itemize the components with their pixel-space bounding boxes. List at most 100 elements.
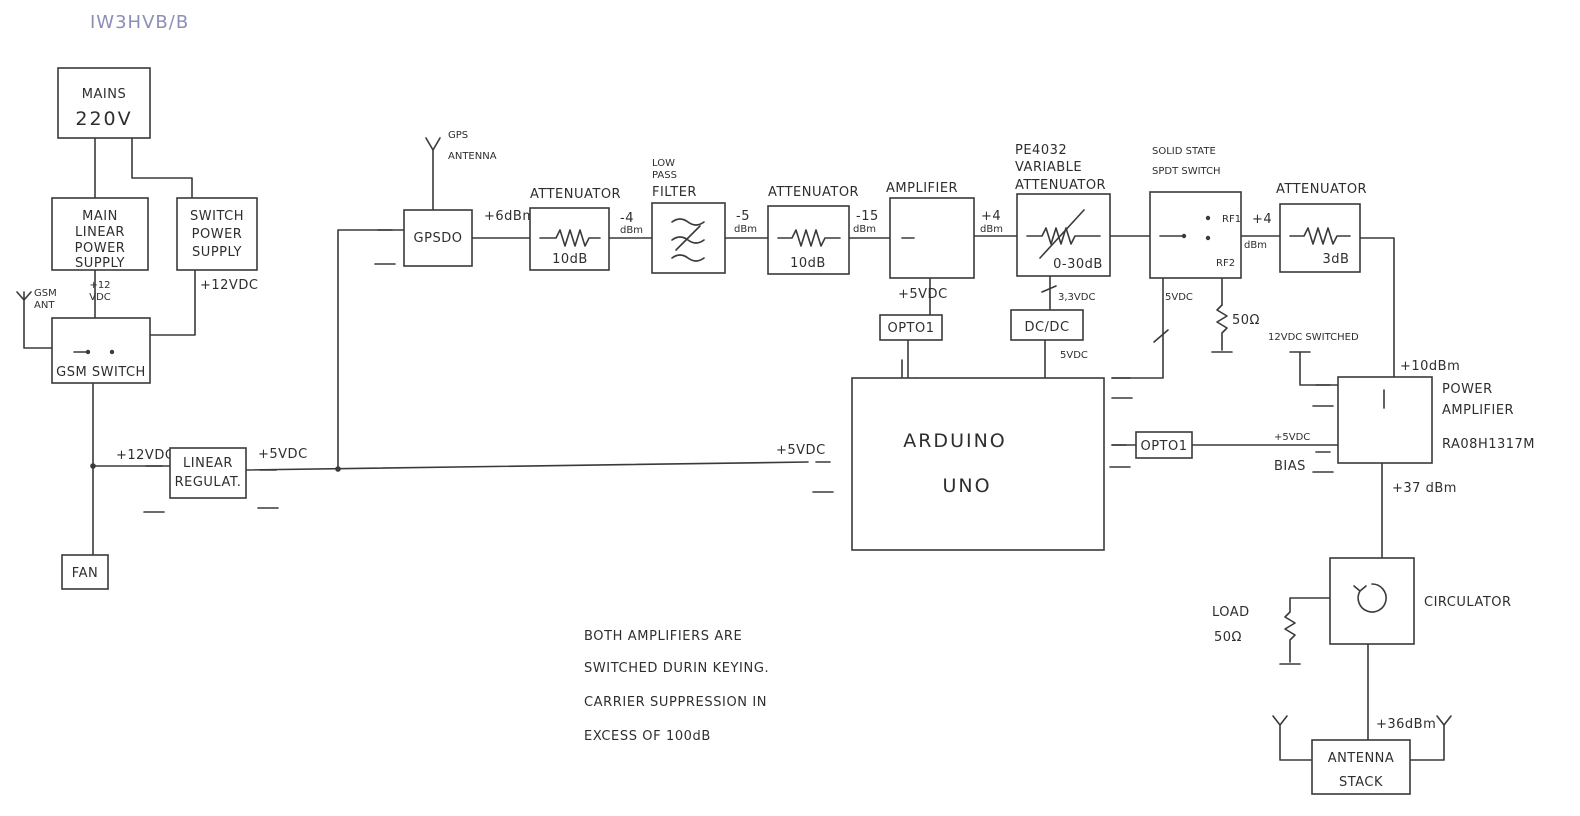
variable-attenuator-block: 0-30dB	[1016, 193, 1111, 277]
level-att2: -15	[856, 209, 879, 224]
gpsdo-label: GPSDO	[414, 231, 463, 246]
dcdc-block: DC/DC	[1010, 309, 1084, 341]
rf2-termination: 50Ω	[1232, 313, 1260, 328]
level-lpf: -5	[736, 209, 750, 224]
variable-attenuator-label-1: PE4032	[1015, 143, 1067, 158]
note-line-3: CARRIER SUPPRESSION IN	[584, 695, 767, 710]
lpf-label-2: PASS	[652, 170, 677, 181]
switch-psu-block: SWITCH POWER SUPPLY	[176, 197, 258, 271]
level-att2-unit: dBm	[853, 224, 876, 235]
power-amplifier-block	[1337, 376, 1433, 464]
regulator-label-1: LINEAR	[183, 456, 233, 471]
pa-title-1: POWER	[1442, 382, 1493, 397]
design-note: BOTH AMPLIFIERS ARE SWITCHED DURIN KEYIN…	[584, 629, 769, 744]
spdt-switch-block: RF1 RF2	[1149, 191, 1242, 279]
switch-port-rf1: RF1	[1222, 214, 1241, 225]
attenuator-2-label: ATTENUATOR	[768, 185, 859, 200]
pa-model: RA08H1317M	[1442, 437, 1535, 452]
note-line-2: SWITCHED DURIN KEYING.	[584, 661, 769, 676]
level-att1: -4	[620, 211, 634, 226]
gsm-switch-label: GSM SWITCH	[56, 365, 146, 380]
pa-switched-supply: 12VDC SWITCHED	[1268, 332, 1359, 343]
gsm-switch-block: GSM SWITCH	[51, 317, 151, 384]
capacitors	[143, 229, 1334, 665]
wires	[16, 137, 1452, 761]
pa-bias-voltage: +5VDC	[1274, 432, 1310, 443]
main-psu-label-2: LINEAR	[75, 225, 125, 240]
antenna-stack-block: ANTENNA STACK	[1311, 739, 1411, 795]
low-pass-filter-block	[651, 202, 726, 274]
attenuator-3-value: 3dB	[1323, 252, 1350, 267]
fan-label: FAN	[72, 566, 98, 581]
attenuator-1-value: 10dB	[552, 252, 588, 267]
level-att1-unit: dBm	[620, 225, 643, 236]
dcdc-input: 3,3VDC	[1058, 292, 1095, 303]
fan-block: FAN	[61, 554, 109, 590]
attenuator-1-block: 10dB	[529, 207, 610, 271]
gpsdo-block: GPSDO	[403, 209, 473, 267]
main-psu-label-1: MAIN	[82, 209, 118, 224]
amplifier-block	[889, 197, 975, 279]
dcdc-label: DC/DC	[1024, 320, 1069, 335]
variable-attenuator-range: 0-30dB	[1053, 257, 1103, 272]
spdt-switch-label-2: SPDT SWITCH	[1152, 166, 1221, 177]
dcdc-output: 5VDC	[1060, 350, 1088, 361]
mains-voltage: 220V	[75, 108, 132, 130]
circulator-block	[1329, 557, 1415, 645]
main-linear-psu-block: MAIN LINEAR POWER SUPPLY	[51, 197, 149, 271]
main-psu-output-2: VDC	[89, 292, 111, 303]
mains-block: MAINS 220V	[57, 67, 151, 139]
mains-label: MAINS	[82, 87, 126, 102]
main-psu-label-3: POWER	[75, 241, 126, 256]
variable-attenuator-label-2: VARIABLE	[1015, 160, 1082, 175]
level-switch-unit: dBm	[1244, 240, 1267, 251]
attenuator-3-label: ATTENUATOR	[1276, 182, 1367, 197]
opto-pa-label: OPTO1	[1140, 439, 1187, 454]
callsign: IW3HVB/B	[90, 12, 189, 33]
gsm-antenna-label-2: ANT	[34, 300, 55, 311]
spdt-switch-label-1: SOLID STATE	[1152, 146, 1216, 157]
gsm-antenna-label-1: GSM	[34, 288, 57, 299]
note-line-1: BOTH AMPLIFIERS ARE	[584, 629, 742, 644]
switch-psu-label-1: SWITCH	[190, 209, 244, 224]
lpf-label-1: LOW	[652, 158, 675, 169]
main-psu-output-1: +12	[89, 280, 110, 291]
main-psu-label-4: SUPPLY	[75, 256, 125, 271]
pa-title-2: AMPLIFIER	[1442, 403, 1514, 418]
switch-port-rf2: RF2	[1216, 258, 1235, 269]
amplifier-supply: +5VDC	[898, 287, 948, 302]
antenna-stack-label-1: ANTENNA	[1328, 751, 1395, 766]
level-gpsdo: +6dBm	[484, 209, 536, 224]
antenna-level: +36dBm	[1376, 717, 1436, 732]
antenna-stack-label-2: STACK	[1339, 775, 1383, 790]
regulator-label-2: REGULAT.	[175, 475, 242, 490]
attenuator-2-block: 10dB	[767, 205, 850, 275]
attenuator-1-label: ATTENUATOR	[530, 187, 621, 202]
amplifier-label: AMPLIFIER	[886, 181, 958, 196]
regulator-input: +12VDC	[116, 448, 174, 463]
opto-pa-block: OPTO1	[1135, 431, 1193, 459]
switch-psu-output: +12VDC	[200, 278, 258, 293]
gps-antenna-label-2: ANTENNA	[448, 151, 497, 162]
opto-amplifier-block: OPTO1	[879, 314, 943, 341]
level-amp: +4	[981, 209, 1001, 224]
pa-output-level: +37 dBm	[1392, 481, 1457, 496]
switch-psu-label-2: POWER	[192, 227, 243, 242]
switch-psu-label-3: SUPPLY	[192, 245, 242, 260]
arduino-label-2: UNO	[942, 475, 991, 497]
lpf-label-3: FILTER	[652, 185, 697, 200]
pa-input-level: +10dBm	[1400, 359, 1460, 374]
opto-amplifier-label: OPTO1	[887, 321, 934, 336]
load-label-2: 50Ω	[1214, 630, 1242, 645]
attenuator-3-block: 3dB	[1279, 203, 1361, 273]
switch-supply: 5VDC	[1165, 292, 1193, 303]
gps-antenna-label-1: GPS	[448, 130, 468, 141]
linear-regulator-block: LINEAR REGULAT.	[169, 447, 247, 499]
arduino-supply: +5VDC	[776, 443, 826, 458]
load-label-1: LOAD	[1212, 605, 1250, 620]
level-amp-unit: dBm	[980, 224, 1003, 235]
pa-bias-label: BIAS	[1274, 459, 1306, 474]
arduino-label-1: ARDUINO	[903, 430, 1007, 452]
level-switch: +4	[1252, 212, 1272, 227]
